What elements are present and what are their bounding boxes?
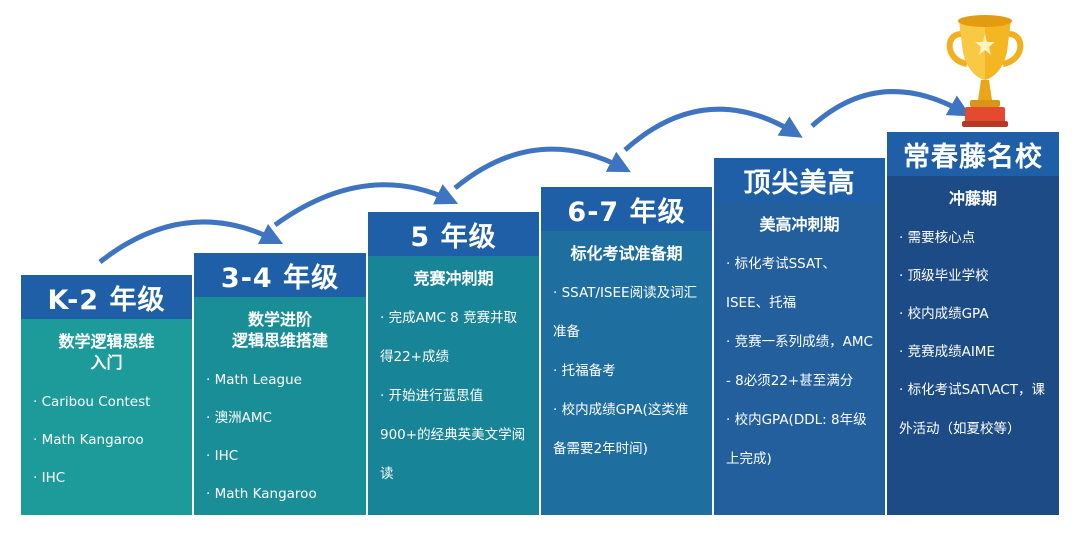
stage-header: 6-7 年级 (541, 187, 712, 231)
stage-header: 顶尖美高 (714, 158, 885, 202)
stage-item: · 竞赛一系列成绩，AMC - 8必须22+甚至满分 (726, 334, 873, 389)
stage-item: · 需要核心点 (899, 230, 976, 246)
curved-arrow-icon (453, 146, 631, 190)
stage-body: 标化考试准备期 · SSAT/ISEE阅读及词汇准备 · 托福备考 · 校内成绩… (541, 231, 712, 515)
stage-header: 5 年级 (368, 212, 539, 256)
curved-arrow-icon (98, 219, 284, 264)
stage-item: · 竞赛成绩AIME (899, 344, 995, 360)
stage-subtitle: 数学进阶 逻辑思维搭建 (231, 310, 328, 350)
stage-body: 美高冲刺期 · 标化考试SSAT、ISEE、托福 · 竞赛一系列成绩，AMC -… (714, 202, 885, 515)
stage-subtitle: 标化考试准备期 (570, 244, 683, 263)
trophy-icon (946, 15, 1024, 127)
stage-item: · 开始进行蓝思值900+的经典英美文学阅读 (380, 388, 526, 482)
stage-item: · 标化考试SAT\ACT，课外活动（如夏校等） (899, 382, 1046, 437)
stage-body: 数学进阶 逻辑思维搭建 · Math League · 澳洲AMC · IHC … (194, 297, 366, 515)
stage-item: · 校内成绩GPA(这类准备需要2年时间) (553, 402, 689, 457)
stage-header: K-2 年级 (21, 275, 192, 319)
stage-item: · SSAT/ISEE阅读及词汇准备 (553, 285, 698, 340)
stage-item: · 顶级毕业学校 (899, 268, 989, 284)
stage-item: · Math Kangaroo (33, 432, 144, 448)
stage-item: · Math League (206, 372, 302, 388)
curved-arrow-icon (273, 182, 459, 228)
stage-item: · 校内成绩GPA (899, 306, 989, 322)
stage-subtitle: 数学逻辑思维 入门 (58, 332, 155, 372)
stage-body: 冲藤期 · 需要核心点 · 顶级毕业学校 · 校内成绩GPA · 竞赛成绩AIM… (887, 176, 1059, 515)
stage-item: · IHC (33, 470, 66, 486)
stage-5: 5 年级 竞赛冲刺期 · 完成AMC 8 竞赛并取得22+成绩 · 开始进行蓝思… (368, 212, 539, 515)
stage-top-high-school: 顶尖美高 美高冲刺期 · 标化考试SSAT、ISEE、托福 · 竞赛一系列成绩，… (714, 158, 885, 515)
stage-header: 3-4 年级 (194, 253, 366, 297)
stage-item: · IHC (206, 448, 239, 464)
stage-subtitle: 冲藤期 (948, 189, 997, 208)
stage-body: 竞赛冲刺期 · 完成AMC 8 竞赛并取得22+成绩 · 开始进行蓝思值900+… (368, 256, 539, 515)
stage-item: · Math Kangaroo (206, 486, 317, 502)
stage-6-7: 6-7 年级 标化考试准备期 · SSAT/ISEE阅读及词汇准备 · 托福备考… (541, 187, 712, 515)
stage-item: · 校内GPA(DDL: 8年级上完成) (726, 412, 867, 467)
stage-item: · 标化考试SSAT、ISEE、托福 (726, 256, 836, 311)
stage-item: · 完成AMC 8 竞赛并取得22+成绩 (380, 310, 518, 365)
stage-subtitle: 美高冲刺期 (759, 215, 840, 234)
stage-k2: K-2 年级 数学逻辑思维 入门 · Caribou Contest · Mat… (21, 275, 192, 515)
stage-subtitle: 竞赛冲刺期 (413, 269, 494, 288)
stage-item: · 托福备考 (553, 363, 616, 379)
stage-header: 常春藤名校 (887, 132, 1059, 176)
curved-arrow-icon (623, 106, 803, 152)
stage-3-4: 3-4 年级 数学进阶 逻辑思维搭建 · Math League · 澳洲AMC… (194, 253, 366, 515)
stage-item: · 澳洲AMC (206, 410, 272, 426)
curved-arrow-icon (810, 89, 971, 128)
stage-ivy-league: 常春藤名校 冲藤期 · 需要核心点 · 顶级毕业学校 · 校内成绩GPA · 竞… (887, 132, 1059, 515)
stage-item: · Caribou Contest (33, 394, 151, 410)
stage-body: 数学逻辑思维 入门 · Caribou Contest · Math Kanga… (21, 319, 192, 515)
